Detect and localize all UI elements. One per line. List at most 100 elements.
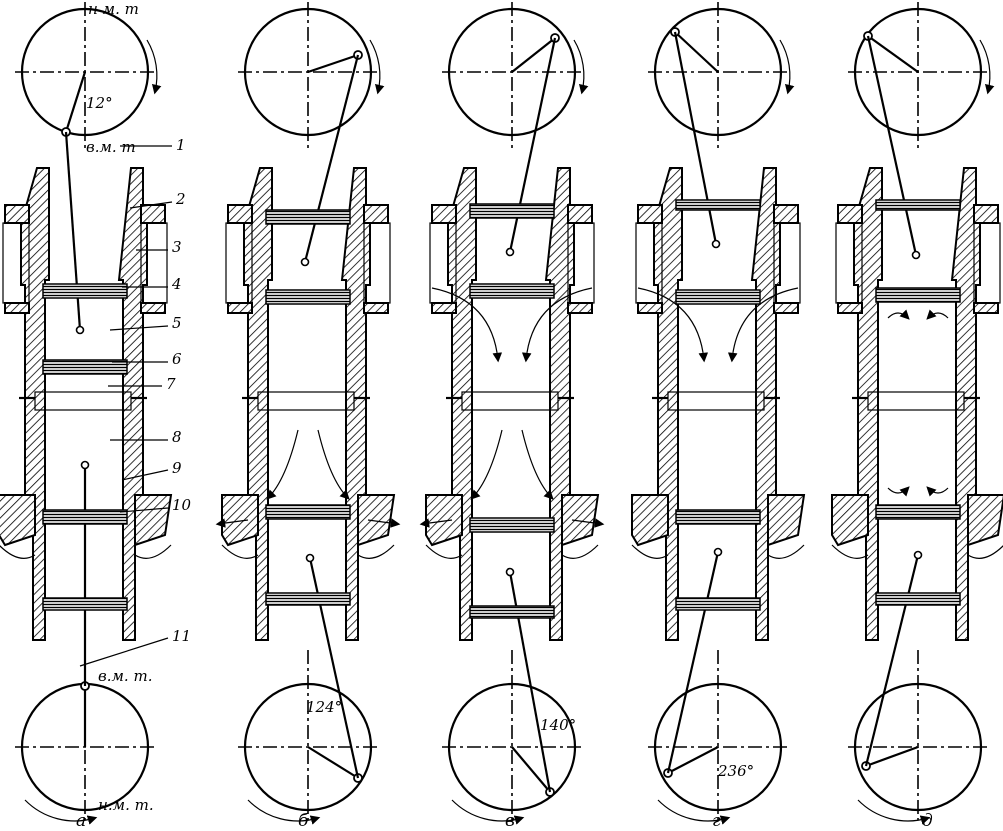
lower-rotation-arrow	[451, 799, 525, 825]
lower-rotation-arrow	[247, 799, 321, 825]
lower-connecting-rod	[864, 554, 920, 767]
upper-piston-rings	[265, 289, 351, 305]
upper-right-flange	[773, 204, 799, 224]
upper-rotation-arrow	[146, 39, 162, 95]
part-number-9: 9	[172, 459, 182, 477]
upper-piston-rings	[469, 283, 555, 299]
engine-stage-2	[419, 2, 605, 825]
upper-piston-crown	[42, 283, 128, 299]
right-exhaust-curve	[561, 544, 599, 559]
right-exhaust-manifold	[967, 494, 1003, 547]
upper-piston-rings	[42, 359, 128, 375]
lower-left-flange	[837, 302, 863, 314]
swirl-upper-right	[926, 309, 949, 320]
bottom-lower-label: н.м. т.	[98, 796, 154, 814]
upper-piston-crown	[675, 199, 761, 211]
lower-left-flange	[227, 302, 253, 314]
part-number-5: 5	[172, 314, 182, 332]
lower-crank-arm	[667, 746, 719, 774]
left-exhaust-manifold	[425, 494, 463, 547]
upper-left-flange	[837, 204, 863, 224]
cylinder-right-wall	[750, 167, 781, 641]
exhaust-out-left	[215, 518, 249, 528]
upper-right-flange	[973, 204, 999, 224]
lower-piston-rings	[42, 597, 128, 611]
right-exhaust-manifold	[357, 494, 396, 547]
lower-left-flange	[4, 302, 30, 314]
upper-piston-crown	[875, 199, 961, 211]
lower-rotation-arrow	[857, 799, 931, 825]
lower-piston-crown	[675, 509, 761, 525]
exhaust-out-right	[367, 518, 401, 528]
lower-piston-rings	[469, 605, 555, 619]
upper-crank-arm	[307, 53, 359, 74]
part-number-2: 2	[175, 190, 186, 208]
engine-stage-4	[831, 2, 1003, 825]
upper-left-flange	[4, 204, 30, 224]
lower-crank-arm	[511, 746, 551, 793]
angle-label-b: 124°	[306, 698, 342, 716]
lower-connecting-rod	[508, 571, 552, 793]
swirl-lower-left	[887, 486, 910, 497]
lower-right-flange	[363, 302, 389, 314]
part-number-7: 7	[166, 375, 176, 393]
lower-piston-rings	[265, 592, 351, 606]
upper-rotation-arrow	[779, 39, 795, 95]
lower-crank-arm	[307, 746, 359, 779]
part-number-3: 3	[172, 238, 182, 256]
part-number-4: 4	[171, 275, 182, 293]
right-exhaust-manifold	[767, 494, 806, 547]
exhaust-out-right	[571, 518, 605, 528]
upper-connecting-rod	[303, 54, 360, 263]
leader-line-11	[79, 637, 169, 667]
upper-rotation-arrow	[573, 39, 589, 95]
angle-label-v: 140°	[540, 716, 576, 734]
upper-crank-arm	[867, 35, 919, 73]
combustion-band	[667, 391, 765, 411]
right-exhaust-curve	[767, 544, 805, 559]
lower-connecting-rod	[666, 551, 720, 774]
lower-left-flange	[637, 302, 663, 314]
part-number-8: 8	[172, 428, 182, 446]
exhaust-flow-right	[521, 429, 554, 500]
upper-piston-crown	[469, 203, 555, 219]
leader-line-10	[119, 507, 169, 513]
upper-crank-arm	[64, 71, 87, 133]
upper-piston-rings	[675, 289, 761, 305]
upper-piston-pin	[300, 257, 310, 267]
swirl-upper-left	[887, 309, 910, 320]
engine-stage-1	[215, 2, 401, 825]
panel-caption-d: д	[922, 811, 933, 831]
lower-piston-pin	[505, 567, 515, 577]
lower-piston-crown	[265, 504, 351, 520]
lower-right-flange	[140, 302, 166, 314]
part-number-11: 11	[172, 627, 191, 645]
exhaust-flow-right	[317, 429, 350, 500]
upper-crank-arm	[674, 31, 719, 73]
lower-piston-pin	[913, 550, 923, 560]
left-exhaust-curve	[425, 544, 463, 559]
upper-piston-crown	[265, 209, 351, 225]
top-dead-point-label: н м. т	[88, 0, 139, 18]
lower-piston-crown	[42, 509, 128, 525]
panel-caption-g: г	[712, 811, 721, 831]
lower-crank-arm	[865, 745, 919, 768]
combustion-band	[34, 391, 132, 411]
upper-connecting-rod	[866, 35, 918, 256]
lower-right-flange	[773, 302, 799, 314]
upper-crank-arm	[511, 37, 556, 73]
lower-rotation-arrow	[24, 799, 98, 825]
right-exhaust-curve	[134, 544, 172, 559]
combustion-band	[257, 391, 355, 411]
upper-connecting-rod	[508, 37, 557, 253]
upper-left-flange	[227, 204, 253, 224]
leader-line-5	[109, 325, 169, 331]
left-exhaust-curve	[0, 545, 36, 559]
part-number-6: 6	[172, 350, 182, 368]
engine-stage-3	[631, 2, 806, 825]
upper-right-flange	[363, 204, 389, 224]
cylinder-right-wall	[950, 167, 981, 641]
lower-piston-pin	[713, 547, 723, 557]
right-exhaust-manifold	[561, 494, 600, 547]
